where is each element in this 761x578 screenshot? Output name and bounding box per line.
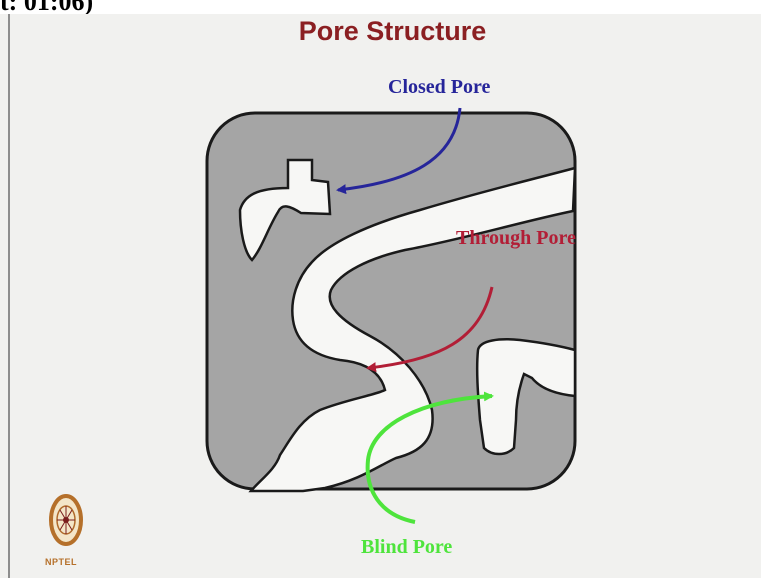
nptel-logo — [51, 496, 81, 544]
closed-pore-label: Closed Pore — [388, 76, 490, 99]
blind-pore-label: Blind Pore — [361, 536, 452, 559]
through-pore-label: Through Pore — [456, 227, 576, 250]
nptel-logo-text: NPTEL — [45, 557, 77, 567]
